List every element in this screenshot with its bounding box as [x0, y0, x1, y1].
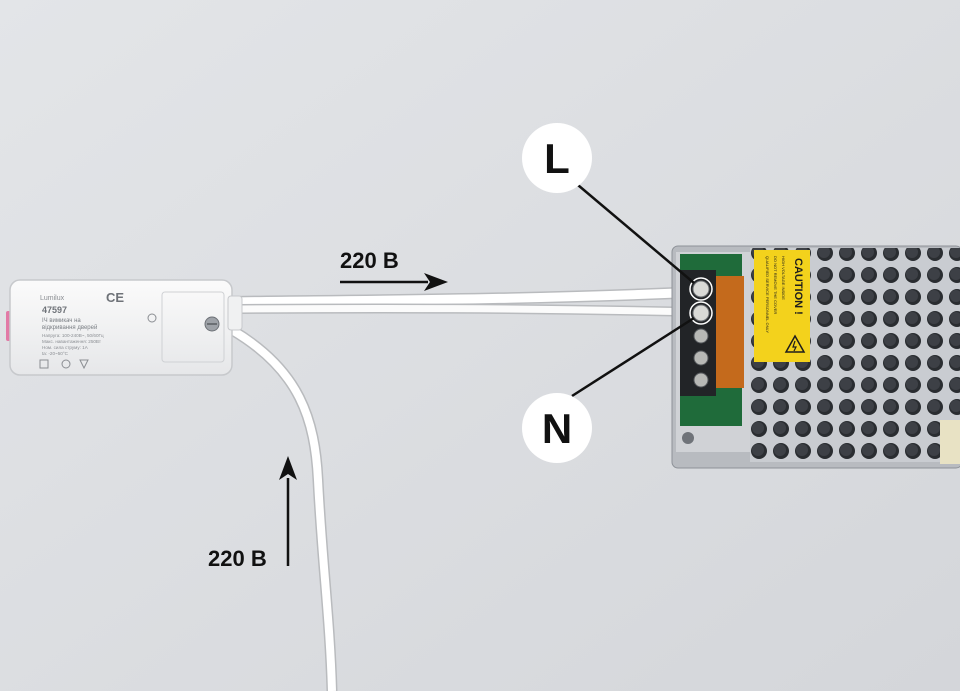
- mount-hole-icon: [682, 432, 694, 444]
- bulb-icon: [147, 313, 157, 323]
- terminal-n-label: N: [542, 405, 572, 452]
- sensor-module: Lumilux 47597 ІЧ вимикач на відкривання …: [6, 279, 243, 376]
- terminal-l-label: L: [544, 135, 570, 182]
- terminal-screw-icon: [693, 372, 709, 388]
- module-spec-3: Ном. сила струму: 1А: [42, 345, 89, 350]
- caution-line-1: HIGH VOLTAGE INSIDE: [781, 256, 786, 300]
- module-spec-2: Макс. навантаження: 250Вт: [42, 339, 102, 344]
- module-spec-4: ta: -20~50°C: [42, 351, 69, 356]
- module-ce-mark: CE: [106, 290, 124, 305]
- module-title-1: ІЧ вимикач на: [42, 318, 81, 324]
- terminal-screw-icon: [693, 328, 709, 344]
- module-symbol-icon: [79, 359, 89, 370]
- voltage-label-bottom: 220 В: [208, 546, 267, 571]
- caution-line-3: QUALIFIED SERVICE PERSONNEL ONLY: [765, 256, 770, 333]
- caution-label: CAUTION ! HIGH VOLTAGE INSIDE DO NOT REM…: [754, 250, 810, 362]
- warning-icon: [784, 334, 806, 353]
- terminal-n-badge: N: [522, 393, 592, 463]
- terminal-screw-icon: [692, 280, 710, 298]
- module-symbol-icon: [39, 359, 49, 369]
- caution-title: CAUTION !: [792, 258, 804, 315]
- arrow-up-icon: [279, 456, 297, 566]
- arrow-right-icon: [340, 273, 448, 291]
- caution-line-2: DO NOT REMOVE THE COVER: [773, 256, 778, 314]
- voltage-label-top: 220 В: [340, 248, 399, 273]
- pointer-line-n: [571, 316, 695, 398]
- module-brand: Lumilux: [40, 295, 65, 302]
- module-model: 47597: [42, 305, 67, 315]
- cables: [224, 286, 701, 691]
- module-title-2: відкривання дверей: [42, 324, 97, 331]
- terminal-screw-icon: [692, 304, 710, 322]
- power-supply: CAUTION ! HIGH VOLTAGE INSIDE DO NOT REM…: [671, 245, 960, 469]
- terminal-l-badge: L: [522, 123, 592, 193]
- module-symbol-icon: [61, 359, 71, 369]
- pointer-line-l: [571, 179, 695, 284]
- module-spec-1: Напруга: 100-240В~, 50/60Гц: [42, 333, 104, 338]
- terminal-screw-icon: [693, 350, 709, 366]
